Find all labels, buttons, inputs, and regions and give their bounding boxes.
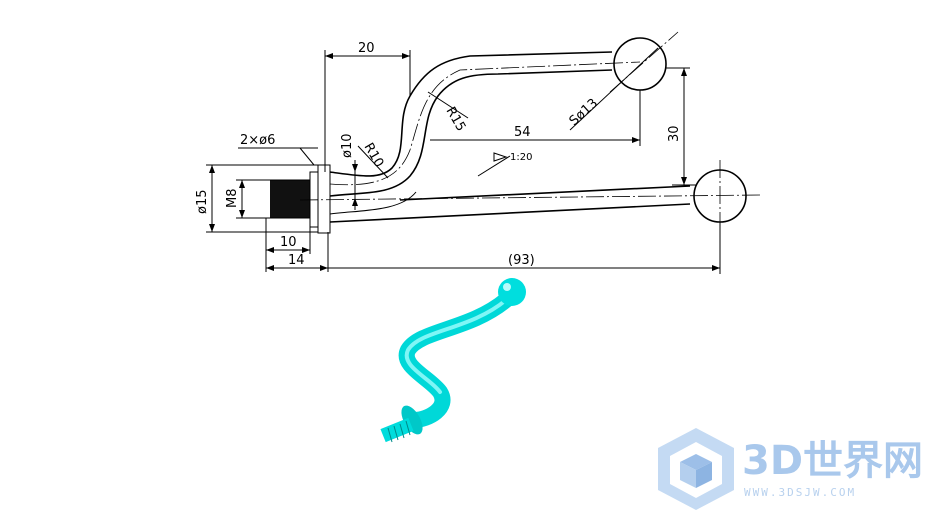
cube-logo-icon [658, 428, 734, 510]
taper-upper [399, 185, 691, 201]
dim-10: 10 [280, 235, 297, 250]
dim-sphere: Sø13 [567, 96, 601, 129]
dim-2x6: 2×ø6 [240, 133, 275, 148]
rod-lower-outline [329, 69, 613, 197]
render-thread [380, 417, 414, 443]
rod-upper-outline [329, 51, 613, 177]
flange [317, 164, 331, 234]
render-flange [401, 405, 423, 435]
part-outline [270, 31, 761, 236]
watermark-brand: 3D世界网 [742, 438, 923, 484]
watermark-url: WWW.3DSJW.COM [744, 486, 856, 499]
part-3d-render [380, 278, 526, 443]
thread-hatch [270, 180, 310, 218]
dim-r10: R10 [361, 141, 387, 171]
dim-54: 54 [514, 125, 531, 140]
dim-phi15: ø15 [195, 190, 210, 215]
dim-20: 20 [358, 41, 375, 56]
taper-lower [329, 203, 691, 223]
render-sphere [498, 278, 526, 306]
dim-14: 14 [288, 253, 305, 268]
dim-r15: R15 [443, 105, 469, 135]
dim-m8: M8 [225, 189, 240, 209]
site-watermark: 3D世界网 WWW.3DSJW.COM [658, 428, 923, 510]
dim-30: 30 [667, 125, 682, 142]
dimension-lines [206, 47, 721, 274]
dim-93: (93) [508, 253, 535, 268]
dimension-labels: 20 2×ø6 R15 Sø13 54 30 R10 ø10 1:20 ø15 … [195, 41, 682, 268]
dim-phi10: ø10 [340, 134, 355, 159]
render-rod [398, 292, 514, 428]
rod-bottom-outline [329, 191, 417, 215]
dim-taper: 1:20 [510, 152, 532, 163]
